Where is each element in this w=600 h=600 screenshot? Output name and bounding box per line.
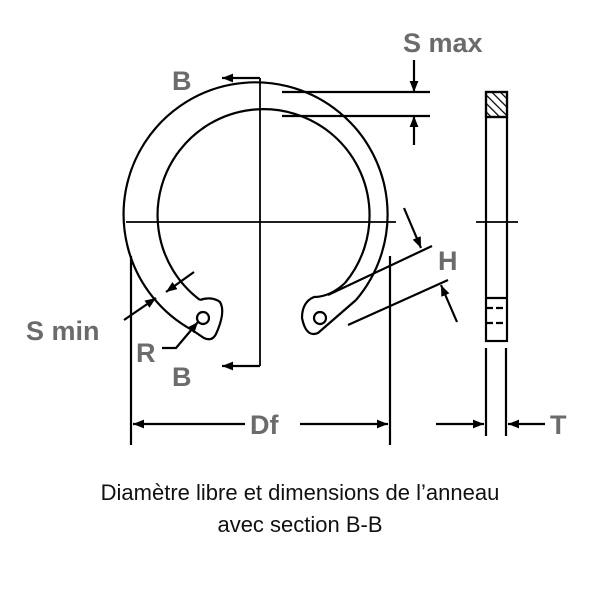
df-label: Df	[250, 410, 279, 440]
s-max-label: S max	[403, 28, 483, 58]
left-lug-hole	[195, 310, 211, 326]
t-label: T	[550, 410, 567, 440]
section-b-top-label: B	[172, 66, 192, 96]
ring-outer-edge	[122, 81, 389, 331]
left-lug	[191, 297, 224, 341]
side-view	[484, 90, 509, 343]
r-label: R	[136, 338, 156, 368]
caption-line-1: Diamètre libre et dimensions de l’anneau	[100, 480, 500, 505]
h-label: H	[438, 246, 458, 276]
right-lug-hole	[312, 310, 328, 326]
ring-inner-edge	[156, 108, 371, 301]
s-min-label: S min	[26, 316, 100, 346]
section-b-bottom-label: B	[172, 362, 192, 392]
right-lug	[300, 282, 357, 336]
caption-line-2: avec section B-B	[217, 512, 383, 537]
